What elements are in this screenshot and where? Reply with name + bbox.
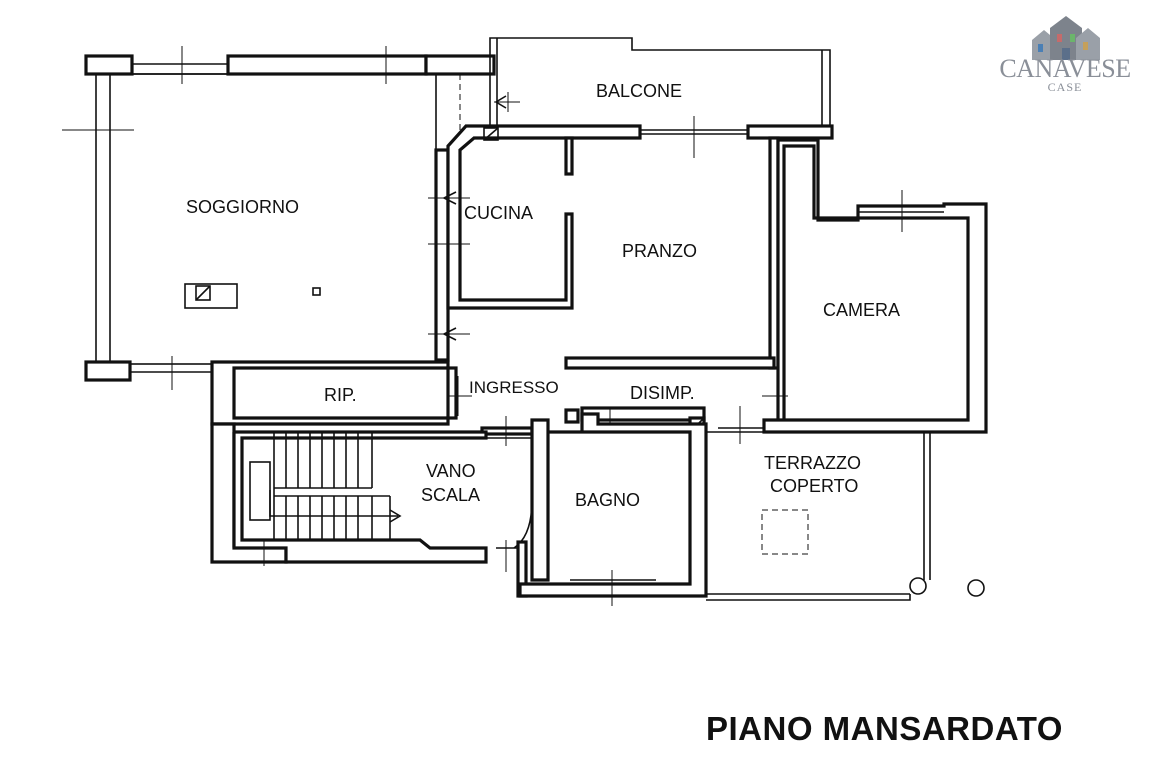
soggiorno-room <box>62 46 496 390</box>
label-vano-line1: VANO <box>426 461 476 481</box>
camera-walls <box>762 138 988 434</box>
label-ingresso: INGRESSO <box>469 378 559 397</box>
bagno-walls <box>518 408 708 606</box>
label-disimp: DISIMP. <box>630 383 695 403</box>
door-arrows <box>442 95 507 341</box>
label-terrazzo-line1: TERRAZZO <box>764 453 861 473</box>
stair-treads <box>249 432 402 540</box>
company-logo: CANAVESE CASE <box>990 12 1140 102</box>
logo-name: CANAVESE <box>999 54 1131 83</box>
label-cucina: CUCINA <box>464 203 533 223</box>
label-rip: RIP. <box>324 385 357 405</box>
label-vano-line2: SCALA <box>421 485 480 505</box>
terrazzo-walls <box>706 427 985 601</box>
label-pranzo: PRANZO <box>622 241 697 261</box>
plan-title: PIANO MANSARDATO <box>706 710 1063 747</box>
label-bagno: BAGNO <box>575 490 640 510</box>
label-soggiorno: SOGGIORNO <box>186 197 299 217</box>
label-camera: CAMERA <box>823 300 900 320</box>
label-terrazzo-line2: COPERTO <box>770 476 858 496</box>
cucina-pranzo-walls <box>428 116 834 370</box>
label-balcone: BALCONE <box>596 81 682 101</box>
vano-scala-walls <box>232 430 533 598</box>
logo-sub: CASE <box>1047 80 1083 94</box>
houses-icon <box>1032 16 1100 60</box>
balcone-area <box>489 37 831 126</box>
